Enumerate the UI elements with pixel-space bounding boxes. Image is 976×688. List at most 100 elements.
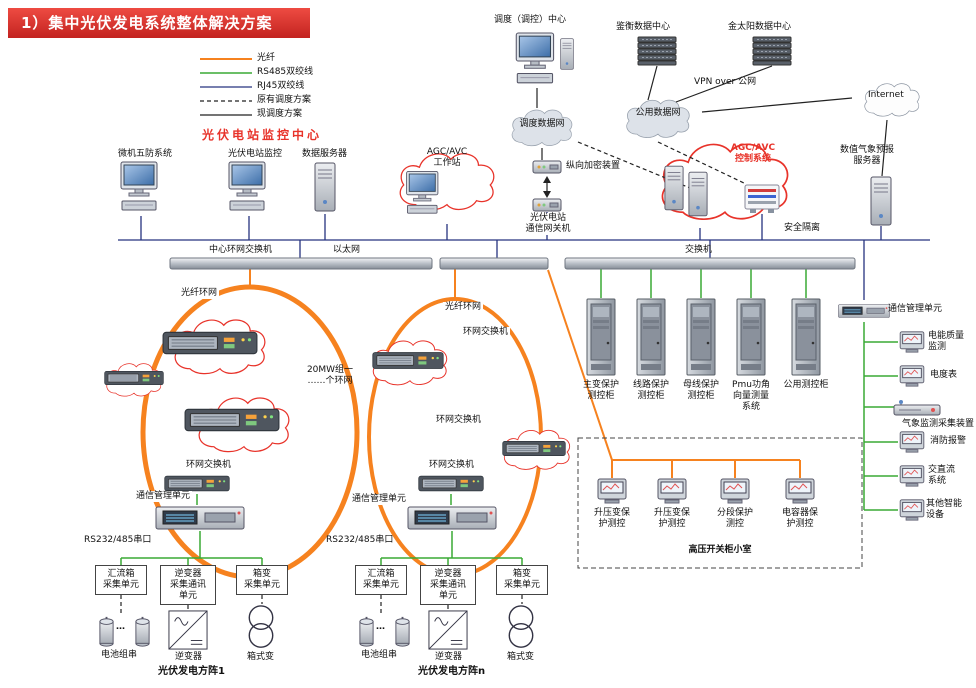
inverter-icon <box>168 610 208 650</box>
ring2-bottom-switch-icon <box>418 475 484 492</box>
page-title: 1）集中光伏发电系统整体解决方案 <box>8 8 310 38</box>
data-server-icon <box>314 162 336 212</box>
cabinet-label: 公用测控柜 <box>783 380 829 390</box>
capacitor-protection-icon <box>785 478 815 504</box>
fiber-wires <box>249 269 801 478</box>
data-server-label: 数据服务器 <box>302 149 348 159</box>
other-smart-device-icon <box>899 499 925 521</box>
right-comm-unit-label: 通信管理单元 <box>888 304 943 314</box>
cabinet-label: Pmu功角 向量测量 系统 <box>732 380 770 412</box>
dispatch-center-tower-icon <box>560 38 574 70</box>
encrypt-device-label: 纵向加密装置 <box>566 161 621 171</box>
gateway-label: 光伏电站 通信网关机 <box>517 213 579 235</box>
vpn-label: VPN over 公网 <box>694 77 757 87</box>
monitor-center-title: 光伏电站监控中心 <box>202 128 323 142</box>
ring1-comm-unit-icon <box>155 506 245 530</box>
ring1-fiber-label: 光纤环网 <box>179 288 220 299</box>
cabinet-pmu-icon <box>736 298 766 376</box>
legend-label-current: 现调度方案 <box>257 109 303 119</box>
boost-protection-2-icon <box>657 478 687 504</box>
cabinet-label: 母线保护 测控柜 <box>682 380 719 401</box>
cabinet-main-transformer-icon <box>586 298 616 376</box>
weather-collector-icon <box>893 399 941 416</box>
encrypt-device-icon <box>532 160 562 174</box>
wujifang-computer-icon <box>120 161 158 211</box>
combiner-collector-box: 汇流箱 采集单元 <box>95 565 147 595</box>
energy-meter-icon <box>899 365 925 387</box>
wujifang-label: 微机五防系统 <box>118 149 173 159</box>
inverter-collector-box: 逆变器 采集通讯 单元 <box>160 565 216 605</box>
right-comm-unit-icon <box>838 304 890 318</box>
ring2-switch-top-label: 环网交换机 <box>461 327 511 338</box>
transformer-collector-box: 箱变 采集单元 <box>236 565 288 595</box>
ring1-device-b-icon <box>184 408 280 432</box>
battery-dots: … <box>116 622 125 632</box>
ring2-top-switch-icon <box>372 352 444 369</box>
ring1-serial-label: RS232/485串口 <box>84 535 152 545</box>
center-ring-switch-bar <box>169 257 433 270</box>
ring2-switch-right-label: 环网交换机 <box>434 415 484 426</box>
internet-label: Internet <box>868 90 904 100</box>
ring2-group-note: 20MW组一 ……个环网 <box>306 365 354 386</box>
box-transformer-icon <box>248 605 274 648</box>
switchgear-device-label: 分段保护 测控 <box>716 508 753 529</box>
jianheng-label: 鉴衡数据中心 <box>616 22 671 32</box>
ring2-comm-label: 通信管理单元 <box>350 494 409 505</box>
public-net-label: 公用数据网 <box>635 108 681 118</box>
ring2-comm-unit-icon <box>407 506 497 530</box>
cabinet-bus-protection-icon <box>686 298 716 376</box>
agc-workstation-label: AGC/AVC 工作站 <box>426 147 468 168</box>
switchgear-device-label: 电容器保 护测控 <box>781 508 818 529</box>
ring2-serial-label: RS232/485串口 <box>326 535 394 545</box>
battery-string-icon <box>98 616 115 648</box>
acdc-system-icon <box>899 465 925 487</box>
dispatch-center-computer-icon <box>515 32 555 84</box>
pv-monitor-computer-icon <box>228 161 266 211</box>
switchgear-device-label: 升压变保 护测控 <box>593 508 630 529</box>
arrow-up-icon <box>543 176 551 183</box>
arrayn-caption: 光伏发电方阵n <box>418 666 486 677</box>
switchgear-room-outline <box>577 437 863 569</box>
box-transformer-label: 箱式变 <box>507 652 535 662</box>
security-isolation-label: 安全隔离 <box>784 223 821 233</box>
jianheng-rack-icon <box>637 36 677 66</box>
arrow-down-icon <box>543 191 551 198</box>
ethernet-label: 以太网 <box>333 245 361 255</box>
box-transformer-label: 箱式变 <box>247 652 275 662</box>
pv-monitor-label: 光伏电站监控 <box>228 149 283 159</box>
ring1-bottom-switch-icon <box>164 475 230 492</box>
cabinet-line-protection-icon <box>636 298 666 376</box>
center-ring-switch-label: 中心环网交换机 <box>209 245 273 255</box>
legend-label-legacy: 原有调度方案 <box>257 95 312 105</box>
battery-string-label: 电池组串 <box>361 650 398 660</box>
fire-alarm-icon <box>899 431 925 453</box>
energy-meter-label: 电度表 <box>930 370 958 380</box>
section-protection-icon <box>720 478 750 504</box>
dispatch-net-label: 调度数据网 <box>519 119 565 129</box>
ring2-fiber-label: 光纤环网 <box>443 302 484 313</box>
fiber-ring-2 <box>367 297 543 577</box>
gateway-device-icon <box>532 198 562 212</box>
legend-label-fiber: 光纤 <box>257 53 276 63</box>
switch-label: 交换机 <box>685 245 713 255</box>
jintaiyang-label: 金太阳数据中心 <box>728 22 792 32</box>
array1-caption: 光伏发电方阵1 <box>158 666 225 677</box>
agc-control-label: AGC/AVC 控制系统 <box>730 143 776 164</box>
battery-string-icon <box>358 616 375 648</box>
combiner-collector-box: 汇流箱 采集单元 <box>355 565 407 595</box>
ring1-device-a-icon <box>162 331 258 355</box>
power-quality-label: 电能质量 监测 <box>928 331 965 352</box>
cabinet-common-icon <box>791 298 821 376</box>
ring1-left-switch-icon <box>104 370 164 386</box>
box-transformer-icon <box>508 605 534 648</box>
boost-protection-1-icon <box>597 478 627 504</box>
switchgear-room-title: 高压开关柜小室 <box>688 545 752 555</box>
inverter-label: 逆变器 <box>175 652 203 662</box>
cabinet-label: 线路保护 测控柜 <box>632 380 669 401</box>
inverter-label: 逆变器 <box>435 652 463 662</box>
agc-workstation-computer-icon <box>406 170 439 214</box>
inverter-collector-box: 逆变器 采集通讯 单元 <box>420 565 476 605</box>
dispatch-center-label: 调度（调控）中心 <box>494 15 567 25</box>
legend-label-rs485: RS485双绞线 <box>257 67 314 77</box>
